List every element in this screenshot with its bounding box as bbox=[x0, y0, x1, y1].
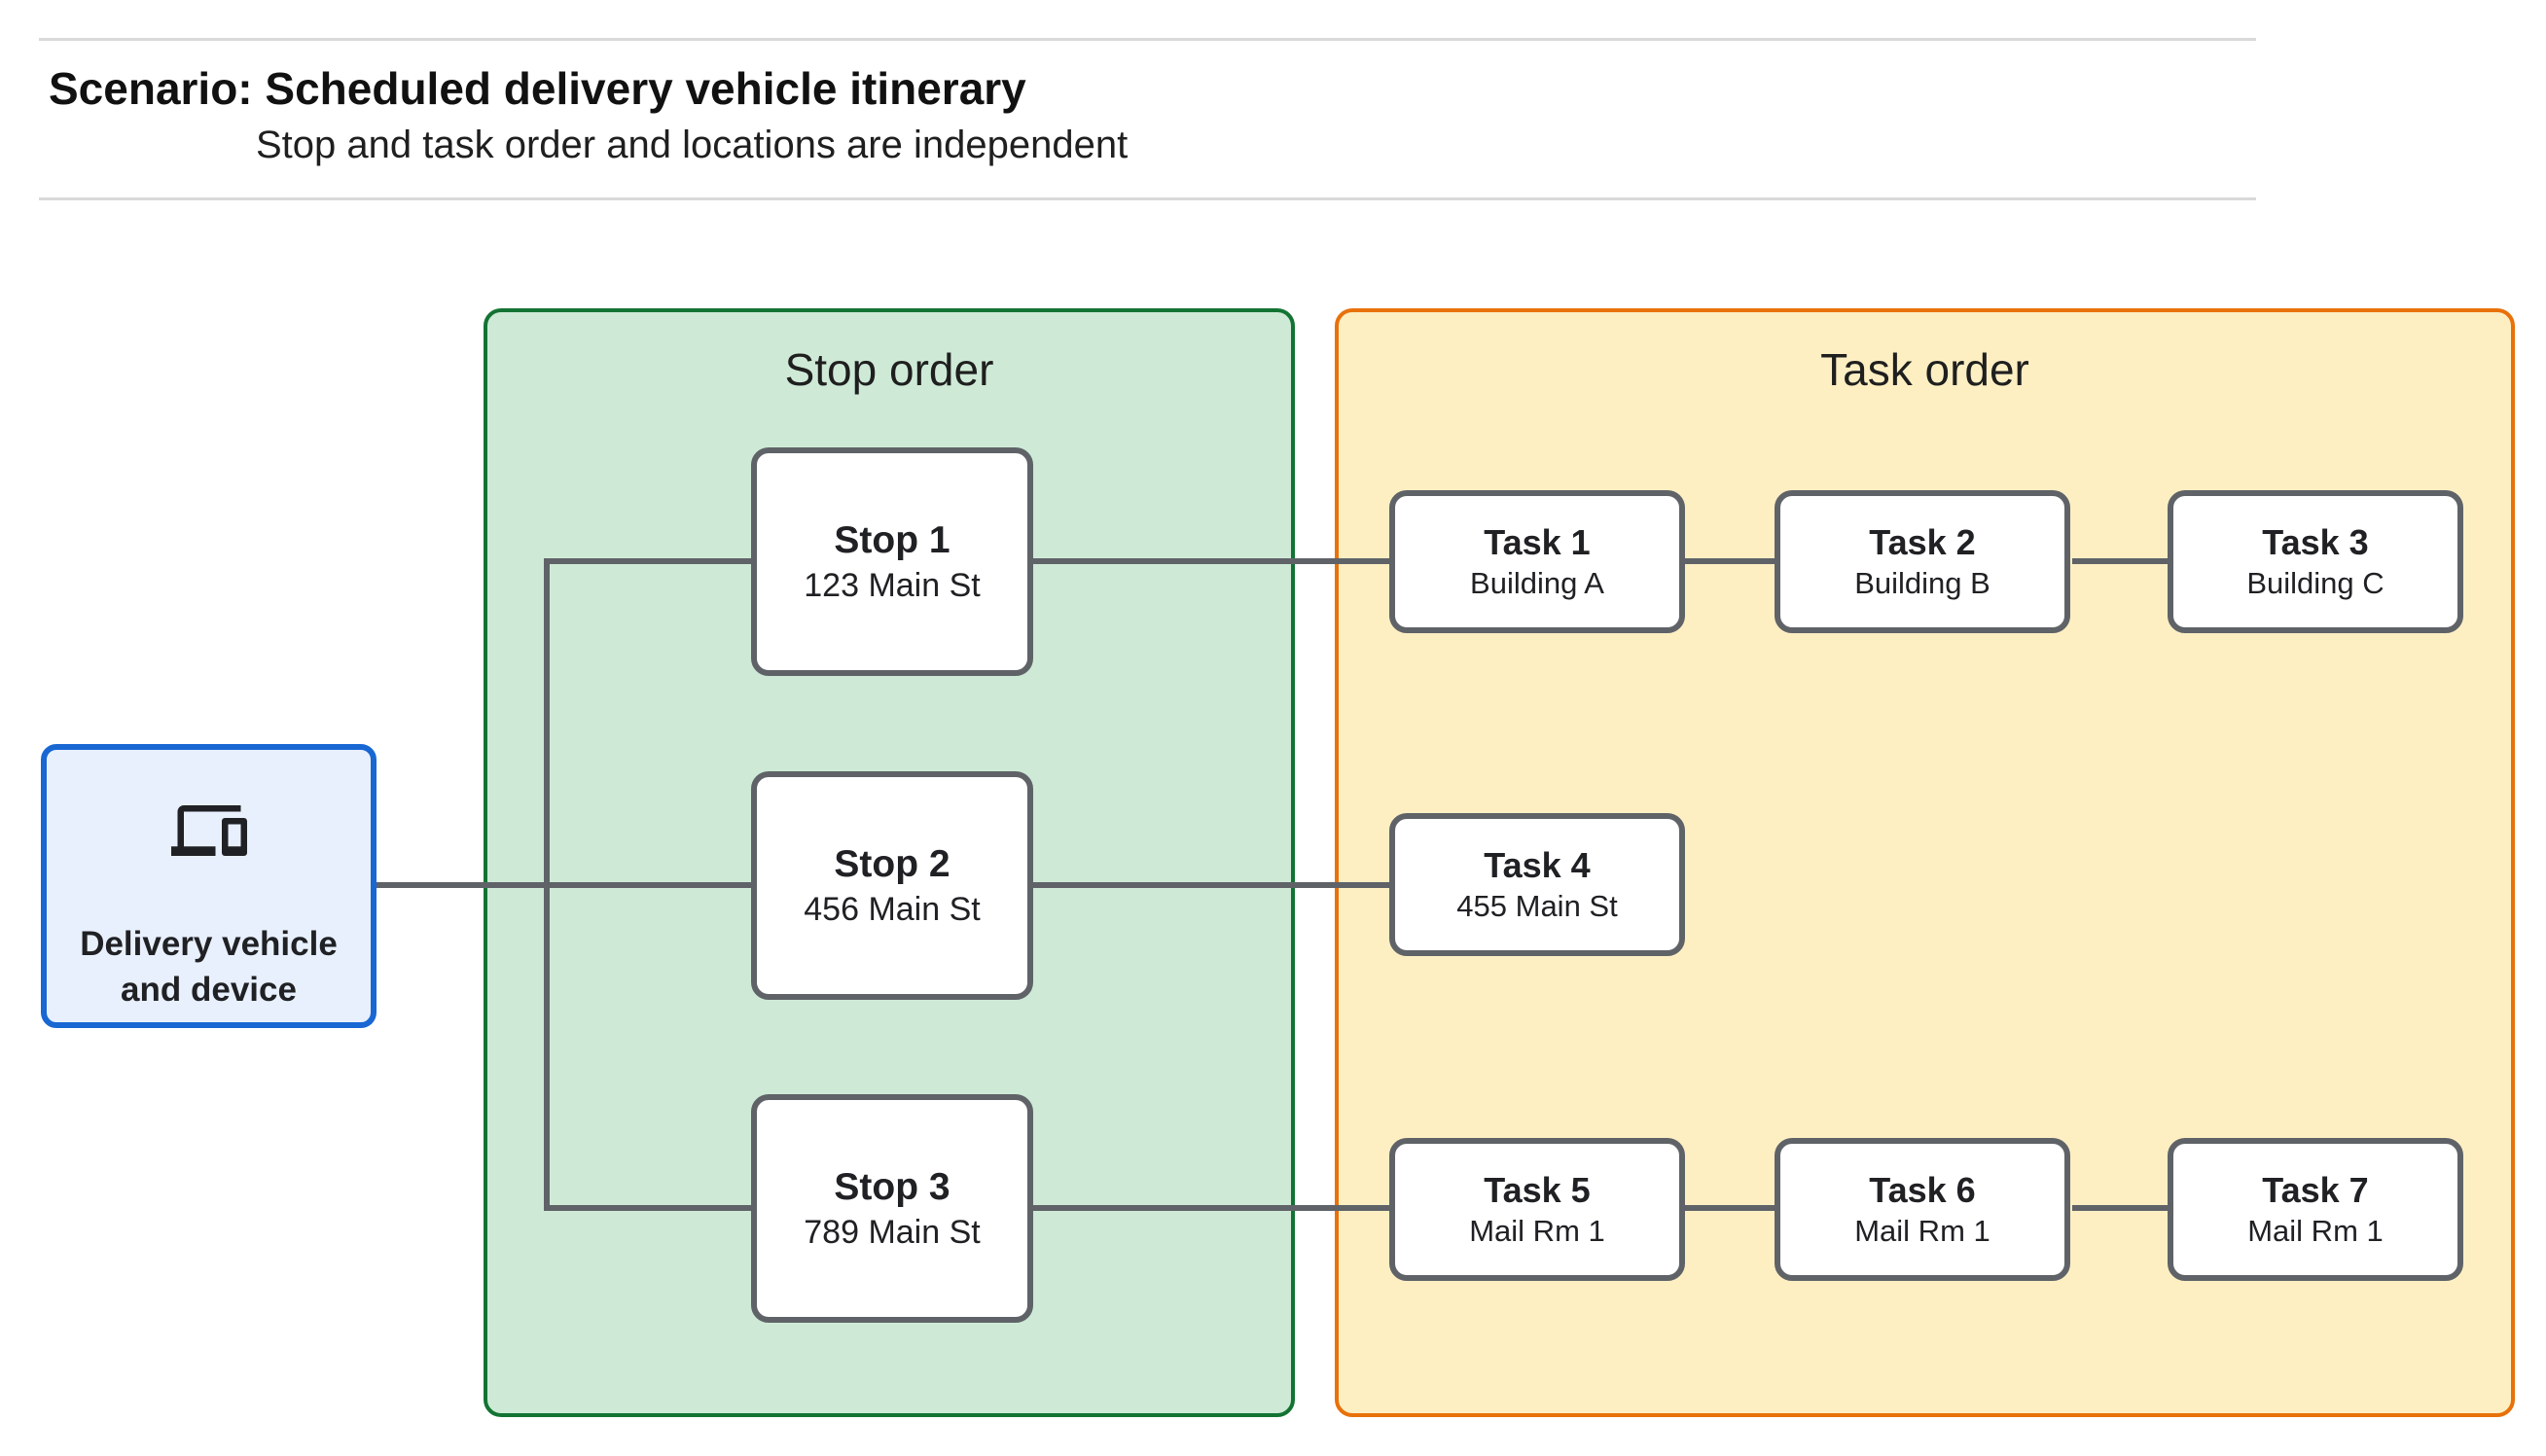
divider-bottom bbox=[39, 197, 2256, 200]
connector-vehicle-stop2 bbox=[373, 882, 754, 888]
task-4-node: Task 4 455 Main St bbox=[1389, 813, 1685, 956]
task-3-location: Building C bbox=[2246, 565, 2385, 600]
connector-stop3-task5 bbox=[1030, 1205, 1392, 1211]
stop-2-address: 456 Main St bbox=[804, 890, 981, 928]
connector-task2-task3 bbox=[2072, 558, 2170, 564]
task-1-title: Task 1 bbox=[1484, 521, 1591, 562]
task-5-location: Mail Rm 1 bbox=[1469, 1213, 1605, 1248]
connector-stop1-task1 bbox=[1030, 558, 1392, 564]
task-order-panel-label: Task order bbox=[1820, 344, 2029, 395]
task-1-node: Task 1 Building A bbox=[1389, 490, 1685, 633]
connector-trunk-stop3 bbox=[544, 1205, 754, 1211]
page-subtitle: Stop and task order and locations are in… bbox=[256, 124, 1129, 166]
task-2-node: Task 2 Building B bbox=[1775, 490, 2070, 633]
task-4-title: Task 4 bbox=[1484, 844, 1591, 885]
divider-top bbox=[39, 38, 2256, 41]
connector-task1-task2 bbox=[1682, 558, 1777, 564]
stop-2-node: Stop 2 456 Main St bbox=[751, 771, 1033, 1000]
stop-3-title: Stop 3 bbox=[834, 1165, 950, 1208]
stop-2-title: Stop 2 bbox=[834, 842, 950, 885]
task-7-location: Mail Rm 1 bbox=[2247, 1213, 2384, 1248]
task-2-location: Building B bbox=[1854, 565, 1990, 600]
delivery-vehicle-label-line1: Delivery vehicle bbox=[80, 925, 338, 963]
task-1-location: Building A bbox=[1470, 565, 1604, 600]
task-6-location: Mail Rm 1 bbox=[1854, 1213, 1990, 1248]
stop-1-address: 123 Main St bbox=[804, 566, 981, 604]
task-6-node: Task 6 Mail Rm 1 bbox=[1775, 1138, 2070, 1281]
page-title: Scenario: Scheduled delivery vehicle iti… bbox=[49, 63, 1026, 114]
connector-task5-task6 bbox=[1682, 1205, 1777, 1211]
connector-stop2-task4 bbox=[1030, 882, 1392, 888]
delivery-vehicle-label-line2: and device bbox=[121, 971, 297, 1009]
task-7-node: Task 7 Mail Rm 1 bbox=[2168, 1138, 2463, 1281]
stop-1-node: Stop 1 123 Main St bbox=[751, 447, 1033, 676]
task-5-title: Task 5 bbox=[1484, 1169, 1591, 1210]
task-4-location: 455 Main St bbox=[1456, 888, 1618, 923]
task-6-title: Task 6 bbox=[1869, 1169, 1976, 1210]
connector-trunk bbox=[544, 558, 550, 1211]
stop-order-panel-label: Stop order bbox=[784, 344, 994, 395]
task-5-node: Task 5 Mail Rm 1 bbox=[1389, 1138, 1685, 1281]
delivery-vehicle-label: Delivery vehicle and device bbox=[47, 921, 371, 1012]
task-3-node: Task 3 Building C bbox=[2168, 490, 2463, 633]
task-7-title: Task 7 bbox=[2262, 1169, 2369, 1210]
stop-1-title: Stop 1 bbox=[834, 518, 950, 561]
connector-task6-task7 bbox=[2072, 1205, 2170, 1211]
stop-3-node: Stop 3 789 Main St bbox=[751, 1094, 1033, 1323]
stop-3-address: 789 Main St bbox=[804, 1213, 981, 1251]
connector-trunk-stop1 bbox=[544, 558, 754, 564]
devices-icon bbox=[170, 805, 247, 856]
task-3-title: Task 3 bbox=[2262, 521, 2369, 562]
task-2-title: Task 2 bbox=[1869, 521, 1976, 562]
delivery-vehicle-node: Delivery vehicle and device bbox=[41, 744, 377, 1028]
